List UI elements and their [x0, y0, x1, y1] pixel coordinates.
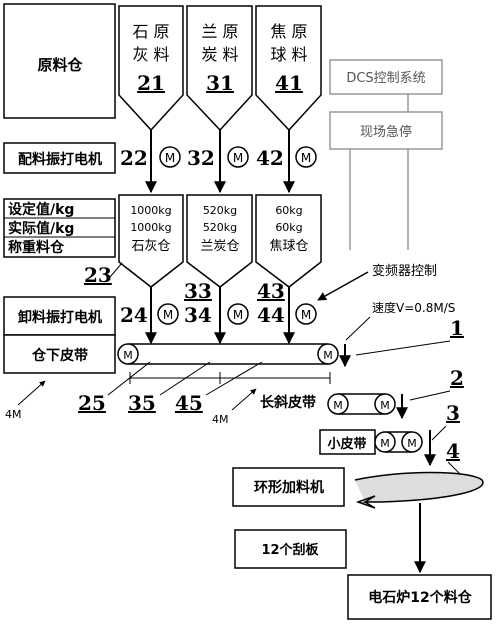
- under-belt-conveyor: M M: [117, 343, 339, 365]
- svg-text:60kg: 60kg: [275, 221, 302, 234]
- estop-label: 现场急停: [360, 124, 412, 140]
- feeder-motor-1: M: [159, 146, 181, 168]
- vfd-label: 变频器控制: [372, 263, 437, 279]
- speed-label: 速度V=0.8M/S: [372, 300, 455, 315]
- num-4: 4: [446, 439, 460, 463]
- svg-text:M: M: [163, 308, 173, 322]
- hopper-limestone: 石 原 灰 料 21: [118, 5, 184, 132]
- ring-feeder-label: 环形加料机: [254, 479, 324, 496]
- unload-motor-label: 卸料振打电机: [18, 309, 102, 326]
- svg-text:M: M: [380, 399, 390, 412]
- feeder-num-42: 42: [256, 146, 284, 170]
- feeder-num-22: 22: [120, 146, 148, 170]
- feeder-motor-3: M: [295, 146, 317, 168]
- svg-text:炭 料: 炭 料: [201, 45, 238, 64]
- bin-limestone: 1000kg 1000kg 石灰仓: [118, 194, 184, 288]
- num-2: 2: [450, 366, 464, 390]
- raw-silo-label: 原料仓: [37, 56, 83, 74]
- num-24: 24: [120, 303, 148, 327]
- unload-motor-3: M: [295, 303, 317, 325]
- scrapers-label: 12个刮板: [261, 542, 319, 558]
- num-23: 23: [84, 263, 112, 287]
- svg-text:1000kg: 1000kg: [130, 221, 171, 234]
- unload-motor-1: M: [157, 303, 179, 325]
- furnace-bins-box: [347, 574, 492, 620]
- svg-text:兰 原: 兰 原: [201, 22, 238, 41]
- dcs-box: [329, 59, 443, 95]
- dim-right: 4M: [212, 413, 229, 426]
- svg-text:M: M: [407, 437, 417, 450]
- svg-text:焦球仓: 焦球仓: [269, 239, 308, 254]
- svg-text:灰 料: 灰 料: [132, 45, 169, 64]
- unload-motor-2: M: [227, 303, 249, 325]
- weigh-bin-label: 称重料仓: [8, 239, 65, 256]
- svg-text:520kg: 520kg: [203, 204, 237, 217]
- small-belt-label: 小皮带: [327, 436, 366, 452]
- svg-text:石灰仓: 石灰仓: [131, 239, 170, 254]
- svg-text:M: M: [233, 308, 243, 322]
- long-belt-label: 长斜皮带: [260, 394, 316, 411]
- svg-text:21: 21: [137, 71, 165, 95]
- svg-text:M: M: [301, 151, 311, 165]
- svg-text:31: 31: [206, 71, 234, 95]
- svg-text:石 原: 石 原: [132, 22, 169, 41]
- small-belt-conveyor: M M: [374, 431, 423, 453]
- ring-feeder-shape: [354, 471, 484, 509]
- svg-text:M: M: [333, 399, 343, 412]
- num-35: 35: [128, 391, 156, 415]
- svg-text:41: 41: [275, 71, 303, 95]
- hopper-semicoke: 兰 原 炭 料 31: [186, 5, 253, 132]
- svg-text:焦 原: 焦 原: [270, 22, 307, 41]
- ring-feeder-box: [232, 467, 345, 507]
- furnace-bins-label: 电石炉12个料仓: [368, 589, 472, 606]
- svg-text:M: M: [301, 308, 311, 322]
- actual-label: 实际值/kg: [8, 220, 74, 237]
- svg-text:M: M: [323, 349, 333, 362]
- svg-text:1000kg: 1000kg: [130, 204, 171, 217]
- num-25: 25: [78, 391, 106, 415]
- hopper-coke-ball: 焦 原 球 料 41: [255, 5, 322, 132]
- under-belt-box: [3, 334, 116, 374]
- bin-coke-ball: 60kg 60kg 焦球仓: [255, 194, 322, 288]
- svg-text:兰炭仓: 兰炭仓: [200, 239, 239, 254]
- num-45: 45: [175, 391, 203, 415]
- unload-motor-box: [3, 296, 116, 336]
- long-belt-conveyor: M M: [327, 393, 396, 415]
- num-3: 3: [446, 401, 460, 425]
- scrapers-box: [234, 529, 347, 569]
- batch-motor-box: [3, 142, 116, 174]
- svg-text:M: M: [165, 151, 175, 165]
- estop-box: [329, 111, 443, 150]
- dim-left: 4M: [5, 408, 22, 421]
- svg-text:球 料: 球 料: [270, 45, 307, 64]
- svg-text:M: M: [380, 437, 390, 450]
- feeder-num-32: 32: [187, 146, 215, 170]
- num-34: 34: [184, 303, 212, 327]
- raw-silo-box: [3, 3, 116, 119]
- svg-text:M: M: [123, 349, 133, 362]
- dcs-label: DCS控制系统: [346, 71, 425, 86]
- svg-text:60kg: 60kg: [275, 204, 302, 217]
- batch-motor-label: 配料振打电机: [18, 151, 102, 168]
- num-1: 1: [450, 316, 464, 340]
- bin-semicoke: 520kg 520kg 兰炭仓: [186, 194, 253, 288]
- svg-text:M: M: [233, 151, 243, 165]
- under-belt-label: 仓下皮带: [31, 347, 88, 364]
- setpoint-label: 设定值/kg: [8, 201, 74, 218]
- setpoint-box: [3, 198, 116, 258]
- svg-text:520kg: 520kg: [203, 221, 237, 234]
- num-43: 43: [257, 279, 285, 303]
- num-33: 33: [184, 279, 212, 303]
- num-44: 44: [257, 303, 285, 327]
- feeder-motor-2: M: [227, 146, 249, 168]
